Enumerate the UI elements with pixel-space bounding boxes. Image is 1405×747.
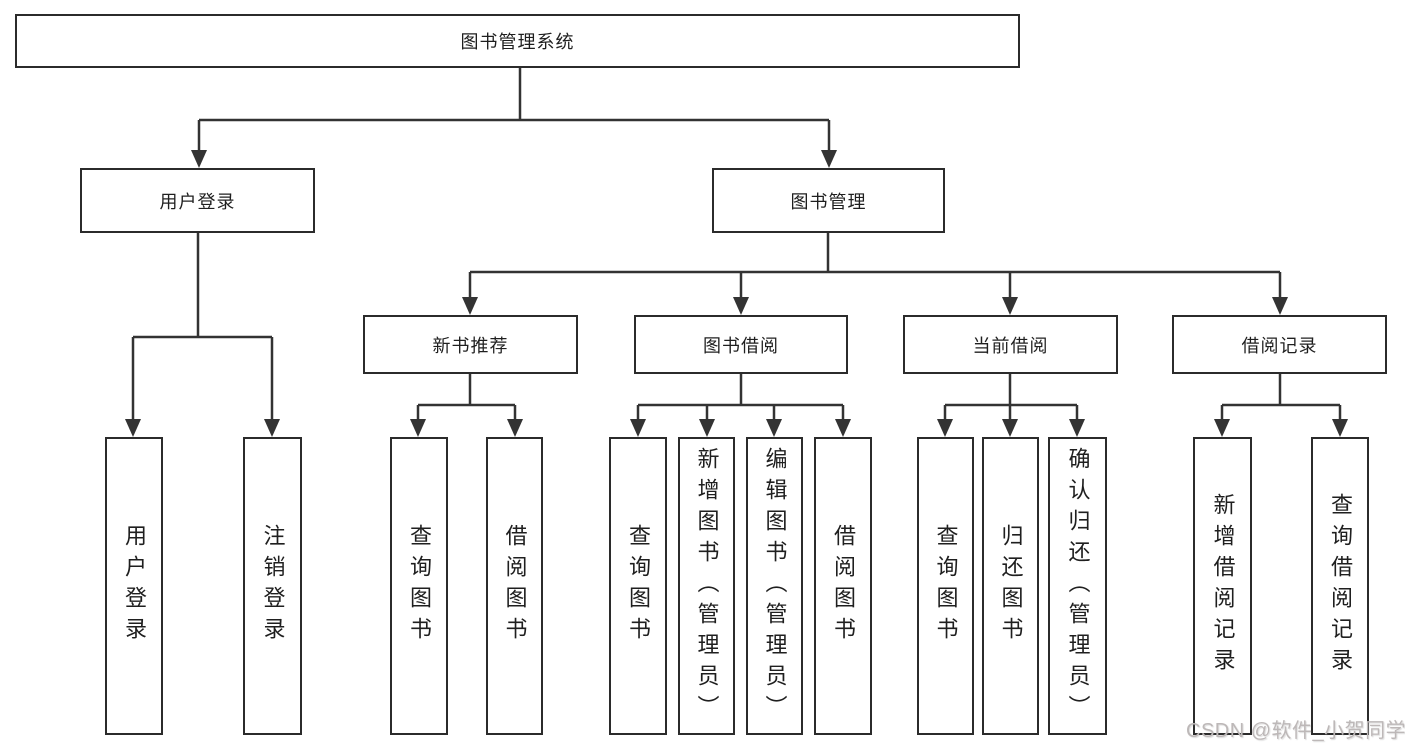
leaf-add-book-admin: 新增图书（管理员）	[678, 437, 735, 735]
node-label: 编辑图书（管理员）	[762, 446, 788, 726]
node-label: 借阅图书	[831, 524, 856, 648]
node-label: 图书管理	[790, 191, 867, 212]
node-label: 图书管理系统	[460, 32, 575, 52]
node-label: 查询借阅记录	[1328, 493, 1353, 679]
node-label: 借阅记录	[1241, 335, 1318, 356]
leaf-confirm-return-admin: 确认归还（管理员）	[1048, 437, 1107, 735]
node-new-book-recommend: 新书推荐	[363, 315, 578, 374]
leaf-query-book: 查询图书	[390, 437, 448, 735]
node-label: 当前借阅	[972, 335, 1049, 356]
leaf-query-borrow-record: 查询借阅记录	[1311, 437, 1369, 735]
node-borrow-records: 借阅记录	[1172, 315, 1387, 374]
node-label: 用户登录	[159, 191, 236, 212]
leaf-borrow-book: 借阅图书	[486, 437, 543, 735]
leaf-return-book: 归还图书	[982, 437, 1039, 735]
node-label: 查询图书	[407, 524, 432, 648]
node-book-borrow: 图书借阅	[634, 315, 848, 374]
leaf-edit-book-admin: 编辑图书（管理员）	[746, 437, 803, 735]
leaf-query-book: 查询图书	[917, 437, 974, 735]
leaf-borrow-book: 借阅图书	[814, 437, 872, 735]
leaf-query-book: 查询图书	[609, 437, 667, 735]
leaf-user-login: 用户登录	[105, 437, 163, 735]
watermark-text: CSDN @软件_小贺同学	[1186, 720, 1405, 742]
node-label: 新增图书（管理员）	[694, 446, 720, 726]
node-label: 归还图书	[998, 524, 1024, 648]
leaf-add-borrow-record: 新增借阅记录	[1193, 437, 1252, 735]
node-label: 查询图书	[626, 524, 651, 648]
node-label: 新书推荐	[432, 335, 509, 356]
node-label: 用户登录	[122, 524, 147, 648]
node-label: 查询图书	[933, 524, 959, 648]
node-book-management: 图书管理	[712, 168, 945, 233]
node-current-borrow: 当前借阅	[903, 315, 1118, 374]
node-label: 新增借阅记录	[1210, 493, 1236, 679]
node-root: 图书管理系统	[15, 14, 1020, 68]
leaf-logout: 注销登录	[243, 437, 302, 735]
node-label: 借阅图书	[502, 524, 528, 648]
node-label: 图书借阅	[703, 335, 779, 356]
node-label: 注销登录	[260, 524, 286, 648]
node-label: 确认归还（管理员）	[1065, 446, 1091, 726]
node-user-login: 用户登录	[80, 168, 315, 233]
